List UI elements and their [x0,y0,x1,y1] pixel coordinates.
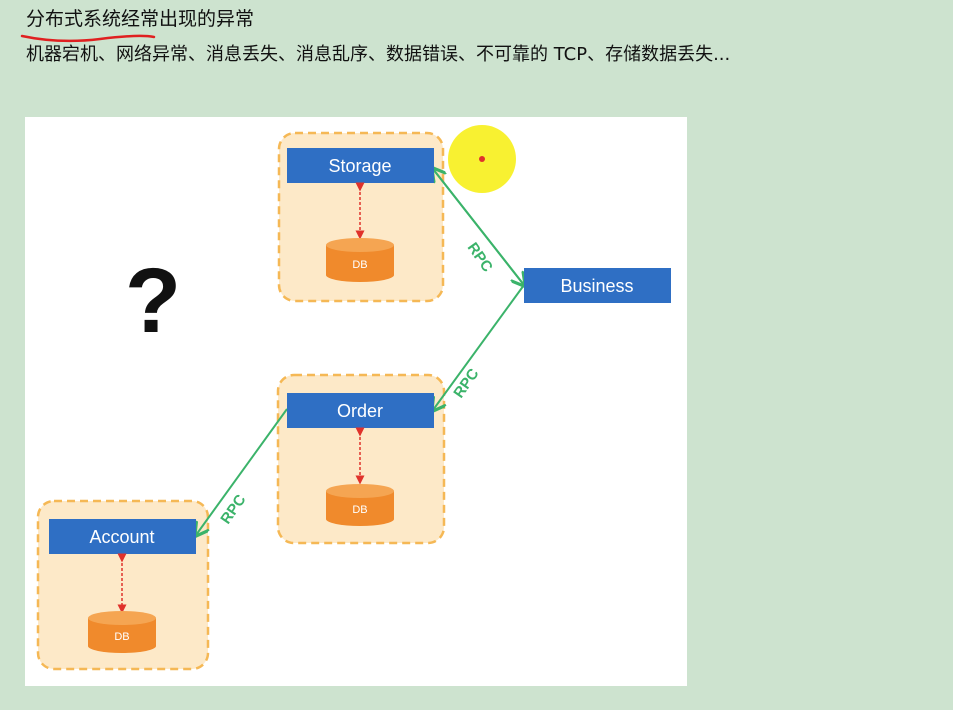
rpc-label-account: RPC [217,491,249,527]
account-db-label: DB [114,631,129,643]
rpc-arrow-to-order [433,284,525,410]
storage-db-cylinder [326,238,394,282]
business-service-label: Business [560,276,633,296]
rpc-label-storage: RPC [464,240,496,276]
storage-service-box [287,148,434,183]
page-subtitle: 机器宕机、网络异常、消息丢失、消息乱序、数据错误、不可靠的 TCP、存储数据丢失… [26,44,731,65]
architecture-diagram: RPC RPC RPC Storage Business Order Accou… [25,117,687,686]
red-underline-annotation [20,34,156,43]
rpc-arrow-to-storage [433,169,525,286]
account-service-box [49,519,196,554]
cursor-dot [479,156,485,162]
rpc-arrow-to-account [196,408,288,535]
page-title: 分布式系统经常出现的异常 [26,8,255,30]
order-service-box [287,393,434,428]
order-service-label: Order [337,401,383,421]
business-service-box [524,268,671,303]
account-db-cylinder [88,611,156,653]
order-db-cylinder [326,484,394,526]
question-mark: ? [125,250,181,352]
order-db-label: DB [352,504,367,516]
storage-service-label: Storage [328,156,391,176]
diagram-canvas: RPC RPC RPC Storage Business Order Accou… [36,125,671,671]
storage-db-label: DB [352,259,367,271]
rpc-label-order: RPC [450,365,482,401]
account-service-label: Account [89,527,154,547]
